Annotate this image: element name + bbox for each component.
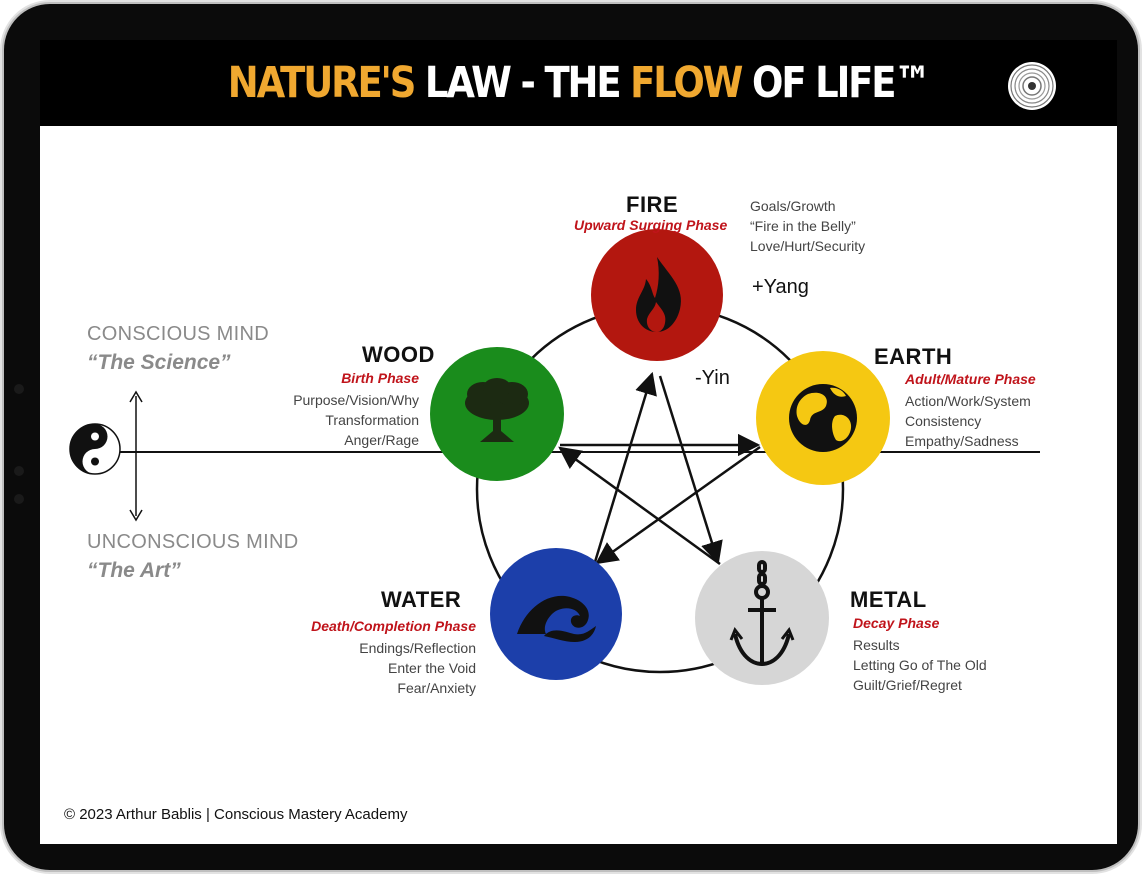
anchor-icon bbox=[729, 560, 795, 667]
wood-title: WOOD bbox=[362, 342, 435, 367]
unconscious-mind-sub: “The Art” bbox=[87, 559, 181, 582]
conscious-mind-label: CONSCIOUS MIND bbox=[87, 323, 269, 345]
yin-yang-icon bbox=[69, 423, 121, 475]
earth-desc-2: Consistency bbox=[905, 413, 982, 429]
side-button[interactable] bbox=[14, 466, 24, 476]
copyright-footer: © 2023 Arthur Bablis | Conscious Mastery… bbox=[64, 806, 408, 823]
earth-phase: Adult/Mature Phase bbox=[905, 371, 1036, 387]
water-title: WATER bbox=[381, 587, 462, 612]
wood-desc-1: Purpose/Vision/Why bbox=[293, 392, 419, 408]
water-desc: Endings/Reflection Enter the Void Fear/A… bbox=[359, 638, 476, 698]
slide-screen: FIRE Upward Surging Phase Goals/Growth “… bbox=[40, 126, 1117, 844]
metal-title: METAL bbox=[850, 587, 927, 612]
tablet-frame: NATURE'S LAW - THE FLOW OF LIFE™ bbox=[4, 4, 1138, 870]
water-desc-3: Fear/Anxiety bbox=[397, 680, 476, 696]
yin-label: -Yin bbox=[695, 367, 730, 389]
wood-desc-3: Anger/Rage bbox=[344, 432, 419, 448]
metal-element[interactable] bbox=[695, 551, 829, 685]
earth-desc-1: Action/Work/System bbox=[905, 393, 1031, 409]
fire-desc: Goals/Growth “Fire in the Belly” Love/Hu… bbox=[750, 196, 865, 256]
conscious-mind-sub: “The Science” bbox=[87, 351, 231, 374]
unconscious-mind-label: UNCONSCIOUS MIND bbox=[87, 531, 299, 553]
page-title: NATURE'S LAW - THE FLOW OF LIFE™ bbox=[115, 58, 1041, 108]
earth-title: EARTH bbox=[874, 344, 953, 369]
title-flow: FLOW bbox=[630, 58, 743, 108]
star-arrow bbox=[558, 446, 721, 566]
fire-desc-2: “Fire in the Belly” bbox=[750, 218, 856, 234]
fire-title: FIRE bbox=[626, 192, 679, 217]
five-elements-diagram bbox=[69, 229, 1040, 685]
wood-desc-2: Transformation bbox=[325, 412, 419, 428]
fire-desc-1: Goals/Growth bbox=[750, 198, 836, 214]
earth-element[interactable] bbox=[756, 351, 890, 485]
title-of-life: OF LIFE™ bbox=[741, 58, 931, 108]
title-law: LAW - THE bbox=[414, 58, 631, 108]
metal-desc: Results Letting Go of The Old Guilt/Grie… bbox=[853, 635, 987, 695]
fire-phase: Upward Surging Phase bbox=[574, 217, 728, 233]
side-button[interactable] bbox=[14, 494, 24, 504]
wood-desc: Purpose/Vision/Why Transformation Anger/… bbox=[293, 390, 419, 450]
wood-element[interactable] bbox=[430, 347, 564, 481]
metal-desc-3: Guilt/Grief/Regret bbox=[853, 677, 962, 693]
earth-desc: Action/Work/System Consistency Empathy/S… bbox=[905, 391, 1031, 451]
flame-icon bbox=[636, 257, 681, 332]
wood-phase: Birth Phase bbox=[341, 370, 419, 386]
tree-icon bbox=[465, 378, 529, 442]
water-desc-1: Endings/Reflection bbox=[359, 640, 476, 656]
star-arrow bbox=[658, 375, 723, 565]
water-phase: Death/Completion Phase bbox=[311, 618, 476, 634]
water-desc-2: Enter the Void bbox=[388, 660, 476, 676]
fire-element[interactable] bbox=[591, 229, 723, 361]
globe-icon bbox=[789, 384, 857, 452]
header-bar: NATURE'S LAW - THE FLOW OF LIFE™ bbox=[40, 40, 1117, 126]
star-arrow bbox=[593, 371, 657, 563]
metal-desc-1: Results bbox=[853, 637, 900, 653]
metal-phase: Decay Phase bbox=[853, 615, 940, 631]
metal-desc-2: Letting Go of The Old bbox=[853, 657, 987, 673]
earth-desc-3: Empathy/Sadness bbox=[905, 433, 1019, 449]
cd-disc-icon[interactable] bbox=[1006, 60, 1058, 112]
yang-label: +Yang bbox=[752, 276, 809, 298]
star-arrow bbox=[595, 445, 761, 565]
side-button[interactable] bbox=[14, 384, 24, 394]
title-natures: NATURE'S bbox=[227, 58, 417, 108]
fire-desc-3: Love/Hurt/Security bbox=[750, 238, 866, 254]
wave-icon bbox=[517, 595, 596, 642]
water-element[interactable] bbox=[490, 548, 622, 680]
